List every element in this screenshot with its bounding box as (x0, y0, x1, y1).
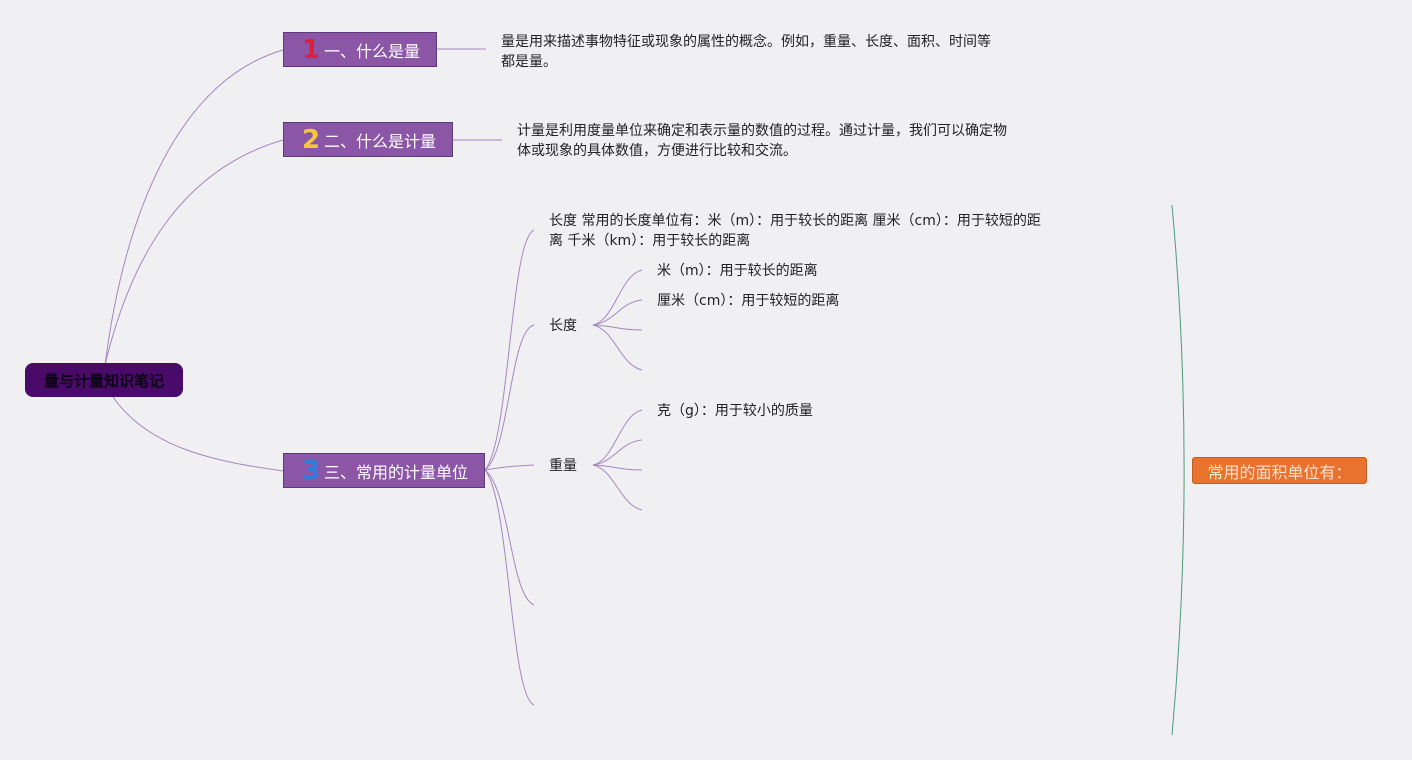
number-two-icon: 2 (302, 124, 321, 155)
root-node[interactable]: 量与计量知识笔记 (25, 363, 183, 397)
length-summary[interactable]: 长度 常用的长度单位有：米（m）：用于较长的距离 厘米（cm）：用于较短的距离 … (549, 213, 1041, 249)
topic-label: 二、什么是计量 (324, 131, 437, 151)
topic-2-description[interactable]: 计量是利用度量单位来确定和表示量的数值的过程。通过计量，我们可以确定物体或现象的… (517, 123, 1007, 159)
root-label: 量与计量知识笔记 (43, 371, 164, 390)
number-one-icon: 1 (302, 34, 321, 65)
length-item-meter[interactable]: 米（m）：用于较长的距离 (657, 263, 818, 279)
topic-label: 三、常用的计量单位 (324, 462, 469, 482)
area-units-label: 常用的面积单位有： (1207, 462, 1352, 482)
topic-what-is-quantity[interactable]: 1 一、什么是量 (283, 32, 437, 67)
length-item-centimeter[interactable]: 厘米（cm）：用于较短的距离 (657, 293, 840, 309)
weight-item-gram[interactable]: 克（g）：用于较小的质量 (657, 403, 813, 419)
topic-what-is-measurement[interactable]: 2 二、什么是计量 (283, 122, 453, 157)
length-node[interactable]: 长度 (549, 318, 577, 334)
weight-node[interactable]: 重量 (549, 458, 577, 474)
number-three-icon: 3 (302, 455, 321, 486)
topic-label: 一、什么是量 (324, 41, 421, 61)
area-units-topic[interactable]: 常用的面积单位有： (1192, 457, 1367, 484)
topic-common-units[interactable]: 3 三、常用的计量单位 (283, 453, 485, 488)
topic-1-description[interactable]: 量是用来描述事物特征或现象的属性的概念。例如，重量、长度、面积、时间等都是量。 (501, 34, 991, 70)
